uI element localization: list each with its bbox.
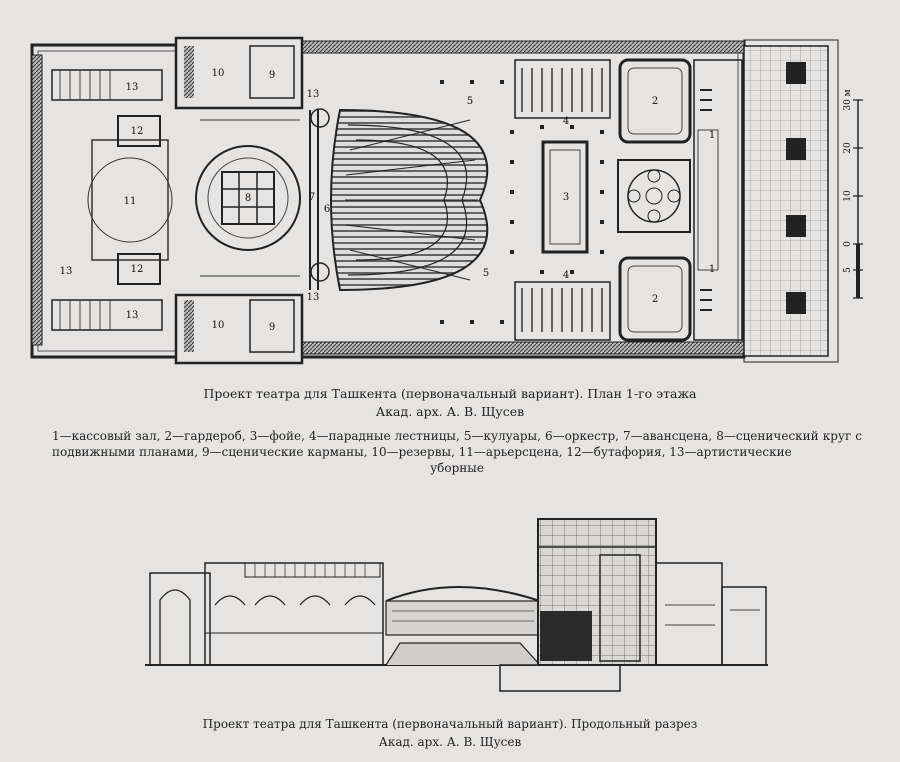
- scale-0: 0: [843, 241, 853, 247]
- label-10-bottom: 10: [212, 320, 225, 331]
- columns: [440, 80, 604, 324]
- label-7: 7: [309, 192, 315, 203]
- label-6: 6: [324, 204, 330, 215]
- label-4-top: 4: [563, 116, 569, 127]
- section-caption-title: Проект театра для Ташкента (первоначальн…: [202, 717, 698, 731]
- label-8: 8: [245, 193, 251, 204]
- scale-bar: [853, 99, 863, 299]
- label-13-b: 13: [126, 310, 139, 321]
- label-13-a: 13: [126, 82, 139, 93]
- scale-10: 10: [843, 190, 853, 202]
- section-caption-author: Акад. арх. А. В. Щусев: [378, 735, 522, 749]
- label-2-top: 2: [652, 96, 658, 107]
- plan-caption-author: Акад. арх. А. В. Щусев: [375, 404, 525, 419]
- label-3: 3: [563, 192, 569, 203]
- plan-legend-text: 1—кассовый зал, 2—гардероб, 3—фойе, 4—па…: [52, 429, 862, 459]
- label-1-bottom: 1: [709, 264, 715, 275]
- label-5-bottom: 5: [483, 268, 489, 279]
- label-9-top: 9: [269, 70, 275, 81]
- label-12-top: 12: [131, 126, 144, 137]
- label-13-d: 13: [307, 292, 320, 303]
- label-13-c: 13: [307, 89, 320, 100]
- label-13-e: 13: [60, 266, 73, 277]
- scale-5: 5: [843, 267, 853, 273]
- label-5-top: 5: [467, 96, 473, 107]
- plan-caption-title: Проект театра для Ташкента (первоначальн…: [203, 386, 697, 401]
- label-1-top: 1: [709, 130, 715, 141]
- floor-plan-drawing: 1 1 2 2 3 4 4 5 5 6 7 8 9 9 10 10 11 12 …: [30, 36, 863, 365]
- label-4-bottom: 4: [563, 270, 569, 281]
- label-12-bottom: 12: [131, 264, 144, 275]
- section-drawing: [145, 518, 768, 692]
- label-2-bottom: 2: [652, 294, 658, 305]
- scale-unit: 30 м: [843, 89, 853, 110]
- terrace-pylons: [786, 62, 806, 314]
- label-11: 11: [124, 196, 137, 207]
- scale-20: 20: [843, 142, 853, 154]
- plan-legend: 1—кассовый зал, 2—гардероб, 3—фойе, 4—па…: [52, 428, 862, 476]
- label-10-top: 10: [212, 68, 225, 79]
- plan-legend-tail: уборные: [430, 461, 484, 475]
- label-9-bottom: 9: [269, 322, 275, 333]
